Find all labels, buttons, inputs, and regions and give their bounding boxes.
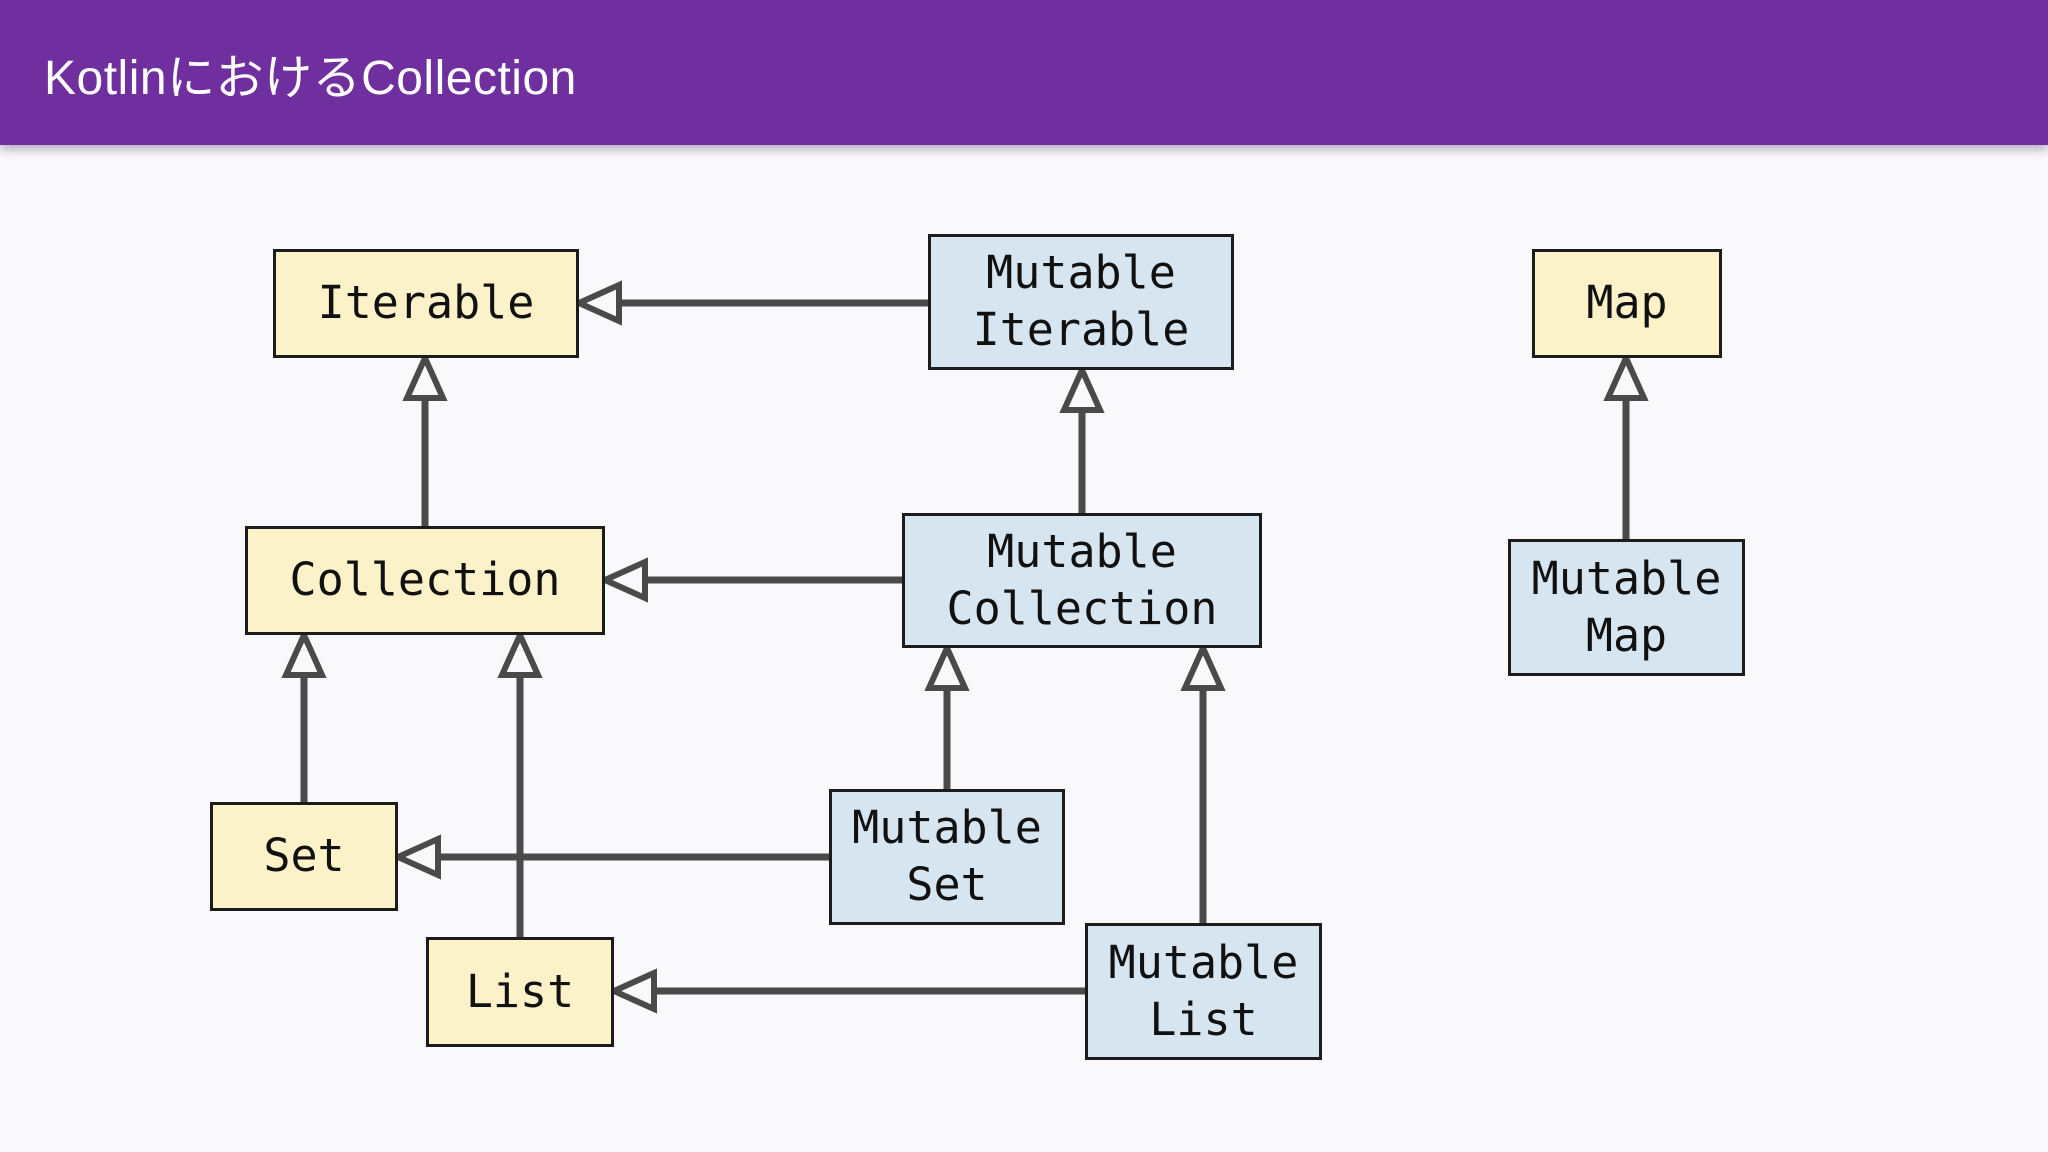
node-set-label: Set [263, 829, 345, 883]
node-mutable-map: Mutable Map [1508, 539, 1745, 676]
node-mutable-set: Mutable Set [829, 789, 1065, 925]
node-set: Set [210, 802, 398, 911]
node-mutable-collection: Mutable Collection [902, 513, 1262, 648]
slide-header: KotlinにおけるCollection [0, 0, 2048, 145]
node-mutable-map-label: Mutable Map [1531, 551, 1722, 662]
node-map: Map [1532, 249, 1722, 358]
node-mutable-list: Mutable List [1085, 923, 1322, 1060]
node-mutable-set-label: Mutable Set [852, 801, 1042, 911]
page-title: KotlinにおけるCollection [44, 51, 577, 105]
node-iterable: Iterable [273, 249, 579, 358]
node-mutable-iterable: Mutable Iterable [928, 234, 1234, 370]
node-iterable-label: Iterable [317, 276, 535, 330]
node-mutable-iterable-label: Mutable Iterable [972, 246, 1190, 356]
node-collection-label: Collection [289, 553, 561, 607]
node-list-label: List [465, 964, 575, 1018]
node-mutable-collection-label: Mutable Collection [946, 524, 1218, 635]
node-collection: Collection [245, 526, 605, 635]
node-mutable-list-label: Mutable List [1108, 935, 1299, 1046]
node-list: List [426, 937, 614, 1047]
node-map-label: Map [1586, 276, 1668, 330]
